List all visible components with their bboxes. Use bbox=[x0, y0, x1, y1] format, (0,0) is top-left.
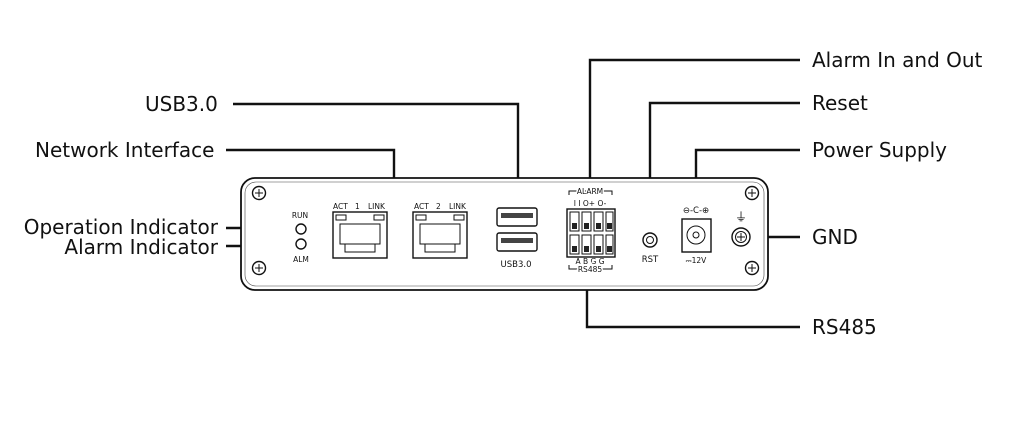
callout-network-interface: Network Interface bbox=[35, 138, 214, 162]
eth2-act-label: ACT bbox=[414, 202, 429, 211]
callout-labels: Alarm In and Out Reset Power Supply GND … bbox=[24, 48, 983, 339]
alarm-panel-label: ALARM bbox=[577, 187, 603, 196]
panel-inner bbox=[244, 181, 765, 287]
usb-port-bottom bbox=[496, 232, 538, 252]
led-alm-label: ALM bbox=[293, 255, 309, 264]
leader-alarm bbox=[588, 58, 800, 190]
alarm-pin-labels: I I O+ O- bbox=[574, 199, 607, 208]
usb-ports: USB3.0 bbox=[496, 207, 538, 270]
device-panel: RUN ALM ACT 1 LINK ACT 2 LINK bbox=[240, 177, 769, 291]
screw-icon bbox=[744, 260, 760, 276]
eth1-link-label: LINK bbox=[368, 202, 386, 211]
screw-icon bbox=[251, 185, 267, 201]
callout-usb30: USB3.0 bbox=[145, 92, 218, 116]
ethernet-port-1: ACT 1 LINK bbox=[332, 202, 388, 259]
led-run-indicator bbox=[295, 223, 307, 235]
rs485-panel-label: RS485 bbox=[578, 265, 603, 274]
eth2-num-label: 2 bbox=[436, 202, 441, 211]
eth1-num-label: 1 bbox=[355, 202, 360, 211]
usb-port-top bbox=[496, 207, 538, 227]
eth1-act-label: ACT bbox=[333, 202, 348, 211]
terminal-row-top bbox=[569, 211, 614, 232]
reset-button-icon: RST bbox=[642, 232, 659, 265]
ethernet-port-2: ACT 2 LINK bbox=[412, 202, 468, 259]
screw-icon bbox=[744, 185, 760, 201]
leader-network bbox=[226, 148, 396, 188]
terminal-block: ALARM I I O+ O- bbox=[566, 186, 616, 276]
callout-alarm-in-out: Alarm In and Out bbox=[812, 48, 983, 72]
rs485-pin-labels: A B G G bbox=[575, 257, 604, 266]
callout-rs485: RS485 bbox=[812, 315, 877, 339]
ground-terminal: ⏚ bbox=[731, 210, 751, 247]
dc-voltage-label: ⎓12V bbox=[686, 256, 708, 265]
dc-power-jack: ⊖-C-⊕ ⎓12V bbox=[681, 206, 712, 265]
leader-usb bbox=[233, 102, 520, 208]
terminal-row-bottom bbox=[569, 234, 614, 255]
led-alm-indicator bbox=[295, 238, 307, 250]
callout-power-supply: Power Supply bbox=[812, 138, 947, 162]
callout-reset: Reset bbox=[812, 91, 868, 115]
callout-gnd: GND bbox=[812, 225, 858, 249]
callout-operation-indicator: Operation Indicator bbox=[24, 215, 219, 239]
eth2-link-label: LINK bbox=[449, 202, 467, 211]
rst-panel-label: RST bbox=[642, 255, 659, 265]
usb-panel-label: USB3.0 bbox=[501, 260, 532, 270]
ground-symbol-icon: ⏚ bbox=[735, 210, 747, 224]
dc-polarity-symbol: ⊖-C-⊕ bbox=[683, 206, 709, 216]
panel-body bbox=[240, 177, 769, 291]
led-run-label: RUN bbox=[292, 211, 308, 220]
screw-icon bbox=[251, 260, 267, 276]
callout-alarm-indicator: Alarm Indicator bbox=[64, 235, 218, 259]
